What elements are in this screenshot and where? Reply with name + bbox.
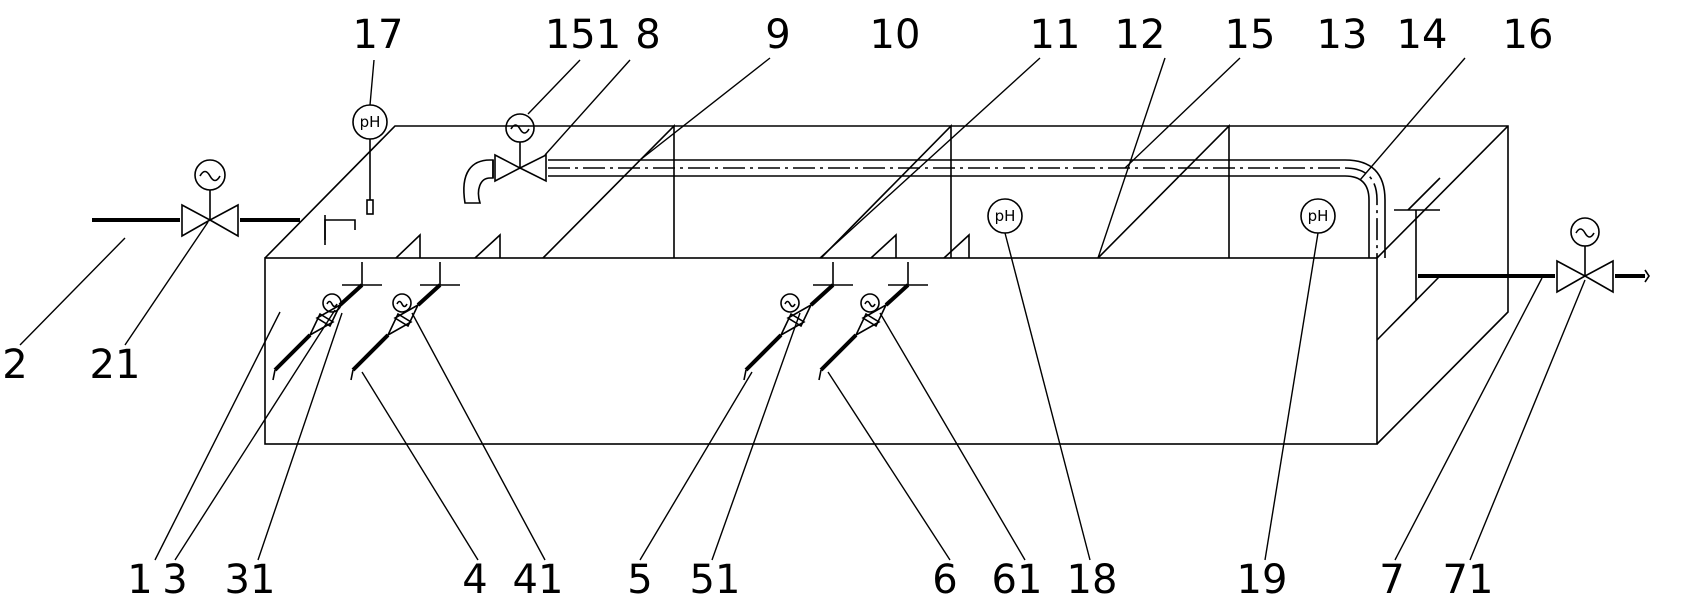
ph-17-text: pH	[360, 113, 381, 131]
label-61: 61	[992, 557, 1043, 602]
partition-13	[1097, 124, 1230, 259]
label-13: 13	[1317, 12, 1368, 58]
tank-top-right-edge	[1376, 125, 1509, 259]
valve-151-actuator	[505, 113, 535, 143]
label-5: 5	[627, 557, 652, 602]
label-21: 21	[90, 342, 141, 388]
label-9: 9	[765, 12, 790, 58]
label-71: 71	[1443, 557, 1494, 602]
label-6: 6	[932, 557, 957, 602]
valve-71-actuator	[1570, 217, 1600, 247]
label-41: 41	[513, 557, 564, 602]
label-16: 16	[1503, 12, 1554, 58]
ph-probe-17: pH	[352, 104, 388, 215]
dosing-pipe-6	[818, 262, 928, 381]
label-11: 11	[1030, 12, 1081, 58]
label-3: 3	[162, 557, 187, 602]
label-1: 1	[127, 557, 152, 602]
ph-18-text: pH	[995, 207, 1016, 225]
label-12: 12	[1115, 12, 1166, 58]
label-10: 10	[870, 12, 921, 58]
partition-9	[542, 124, 675, 259]
valve-21-actuator	[194, 159, 226, 191]
label-14: 14	[1397, 12, 1448, 58]
leader-lines	[19, 57, 1586, 561]
part-labels: 17 151 8 9 10 11 12 15 13 14 16 2 21 1 3…	[2, 12, 1553, 602]
label-2: 2	[2, 342, 27, 388]
label-31: 31	[225, 557, 276, 602]
ph-19-text: pH	[1308, 207, 1329, 225]
label-151: 151	[545, 12, 621, 58]
top-stubs	[395, 233, 970, 259]
circulation-pipe-15	[463, 113, 1386, 258]
label-15: 15	[1225, 12, 1276, 58]
label-51: 51	[690, 557, 741, 602]
ph-probe-18: pH	[987, 198, 1023, 234]
label-8: 8	[635, 12, 660, 58]
label-4: 4	[462, 557, 487, 602]
label-7: 7	[1379, 557, 1404, 602]
label-18: 18	[1067, 557, 1118, 602]
inlet-pipe-2	[92, 159, 356, 245]
dosing-pipe-3	[272, 262, 382, 381]
label-19: 19	[1237, 557, 1288, 602]
dosing-pipe-5	[743, 262, 853, 381]
dosing-pipe-4	[350, 262, 460, 381]
ph-probe-19: pH	[1300, 198, 1336, 234]
partition-11	[820, 124, 952, 259]
label-17: 17	[353, 12, 404, 58]
outlet-pipe-7	[1376, 177, 1650, 341]
partitions	[542, 124, 1230, 259]
